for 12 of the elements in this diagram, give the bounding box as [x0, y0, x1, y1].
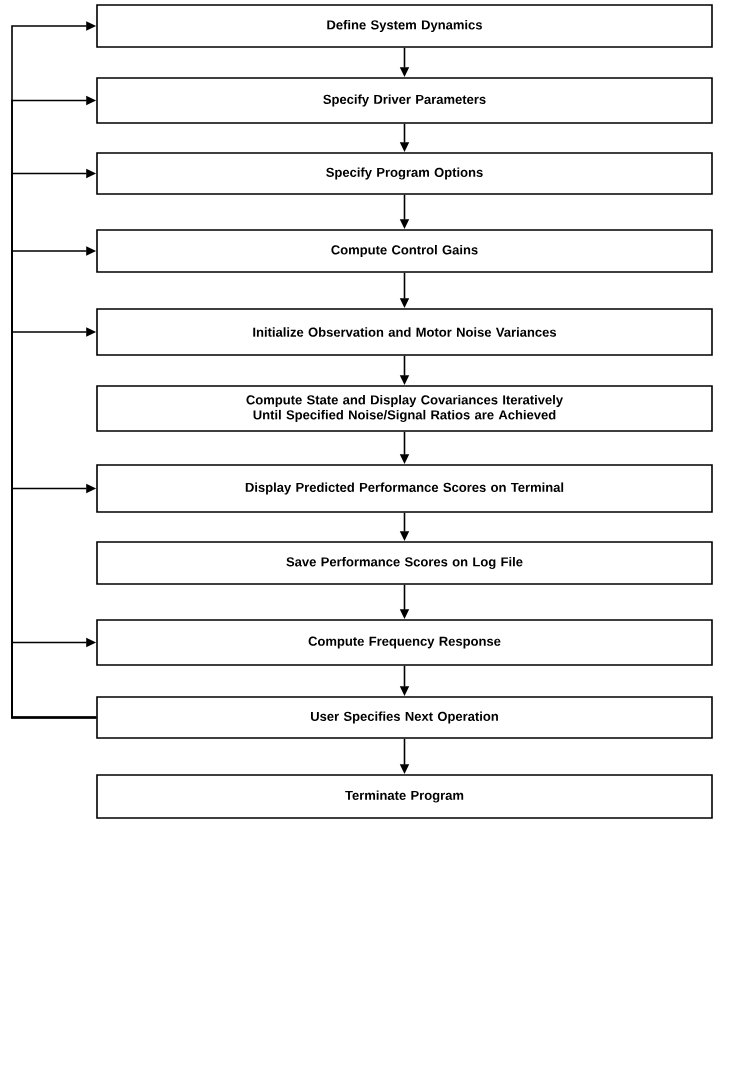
process-box: Specify Driver Parameters [96, 77, 713, 124]
process-box: Terminate Program [96, 774, 713, 819]
process-box: Display Predicted Performance Scores on Terminal [96, 464, 713, 513]
process-box: User Specifies Next Operation [96, 696, 713, 739]
process-box: Compute Control Gains [96, 229, 713, 273]
process-box: Initialize Observation and Motor Noise Variances [96, 308, 713, 356]
process-box: Compute Frequency Response [96, 619, 713, 666]
process-box: Save Performance Scores on Log File [96, 541, 713, 585]
arrow [11, 637, 97, 719]
process-box: Define System Dynamics [96, 4, 713, 48]
process-box: Compute State and Display Covariances Iteratively Until Specified Noise/Signal Ratios are Achieved [96, 385, 713, 432]
process-box: Specify Program Options [96, 152, 713, 195]
